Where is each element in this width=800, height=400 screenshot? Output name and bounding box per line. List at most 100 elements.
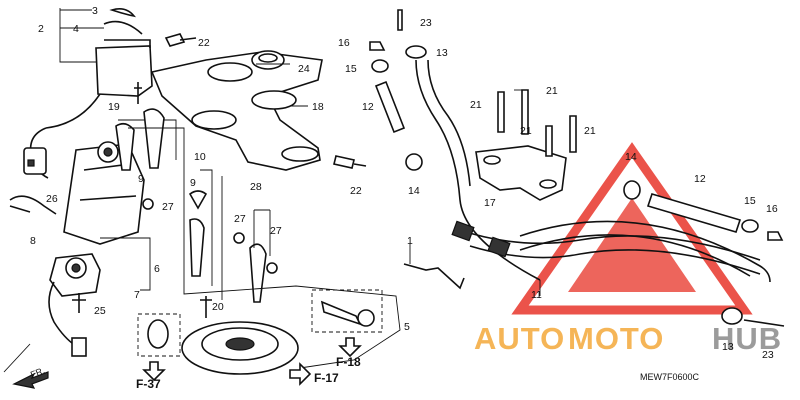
callout-16b: 16 [766,203,778,215]
bracket-part-1 [403,263,465,290]
callout-13b: 13 [722,341,734,353]
handlebar-holder-assembly [475,89,577,201]
callout-22a: 22 [198,37,210,49]
fuel-cap-outline [128,127,401,369]
callout-21a: 21 [470,99,482,111]
pipe-12-right [646,193,742,233]
callout-28: 28 [250,181,262,193]
nut-14-left [405,153,423,171]
arrow-f37 [142,361,166,382]
cap-15-top [371,59,389,73]
callout-17: 17 [484,197,496,209]
connector-26 [23,147,47,175]
arrow-f18 [338,337,362,358]
clip-16-right [767,231,784,241]
callout-10: 10 [194,151,206,163]
watermark-triangle-outer [511,142,753,315]
callout-11: 11 [531,289,542,301]
reference-f17: F-17 [314,371,339,385]
callout-1: 1 [407,235,413,247]
detail-box-f37 [137,313,181,357]
callout-26: 26 [46,193,58,205]
callout-27c: 27 [270,225,282,237]
reference-f18: F-18 [336,355,361,369]
callout-14b: 14 [625,151,637,163]
bolt-21b [521,89,529,135]
reference-labels: F-37 F-17 F-18 FR. MEW7F0600C [29,355,700,391]
callout-16a: 16 [338,37,350,49]
callout-23a: 23 [420,17,432,29]
top-bridge-assembly [150,33,367,171]
left-handlebar-parts [369,9,761,296]
callout-9b: 9 [190,177,196,189]
callout-21b: 21 [546,85,558,97]
oring-27c [266,262,278,274]
oring-27a [142,198,154,210]
callout-12b: 12 [694,173,706,185]
reference-f37: F-37 [136,377,161,391]
cap-15-right [741,219,759,233]
callout-3: 3 [92,5,98,17]
nut-14-right [623,180,641,200]
bolt-22-right [333,155,355,169]
key-10 [189,218,205,277]
clip-16-top [369,41,386,51]
callout-5: 5 [404,321,410,333]
callout-15b: 15 [744,195,756,207]
key-9 [143,108,165,169]
watermark-hub-text: HUB [712,321,782,356]
right-handlebar-parts [519,180,785,327]
bracket-part-8 [9,195,57,215]
key-28 [249,243,267,303]
callout-19: 19 [108,101,120,113]
fr-direction-arrow [12,371,49,389]
callout-24: 24 [298,63,310,75]
screw-19 [134,82,142,104]
bolt-22-top [164,33,186,47]
callout-7: 7 [134,289,140,301]
callout-13a: 13 [436,47,448,59]
callout-12a: 12 [362,101,374,113]
detail-box-f18 [311,289,383,333]
callout-20: 20 [212,301,224,313]
watermark-moto-text: MOTO [568,321,664,356]
watermark-auto-text: AUTO [474,321,565,356]
callout-21c: 21 [520,125,532,137]
weight-13-top [405,45,427,59]
callout-18: 18 [312,101,324,113]
callout-15a: 15 [345,63,357,75]
ignition-assembly [3,8,401,389]
oring-27b [233,232,245,244]
diagram-code: MEW7F0600C [640,372,700,382]
switch-cover [95,45,153,97]
screw-20 [200,296,212,318]
callout-27a: 27 [162,201,174,213]
connector-lower [71,337,87,357]
screw-23-top [397,9,403,31]
handlebar-11-left [415,59,541,281]
callout-8: 8 [30,235,36,247]
callout-labels: 1 2 3 4 5 6 7 8 9 9 10 11 12 12 13 13 14… [30,5,778,361]
arrow-f17 [289,362,312,386]
callout-2: 2 [38,23,44,35]
pipe-12-left [374,80,406,134]
callout-25: 25 [94,305,106,317]
key-tag [188,190,208,210]
callout-9a: 9 [138,173,144,185]
bolt-21d [569,115,577,153]
handlebar-11-right [519,220,771,283]
callout-21d: 21 [584,125,596,137]
callout-4: 4 [73,23,79,35]
watermark-logo: AUTO MOTO HUB [474,142,782,356]
callout-14a: 14 [408,185,420,197]
watermark-triangle-inner [568,198,696,292]
callout-6: 6 [154,263,160,275]
callout-23b: 23 [762,349,774,361]
bolt-21a [497,91,505,133]
screw-25 [72,293,86,313]
weight-13-right [721,307,743,325]
cap-part-4 [103,20,143,35]
clip-part-3 [109,8,136,18]
